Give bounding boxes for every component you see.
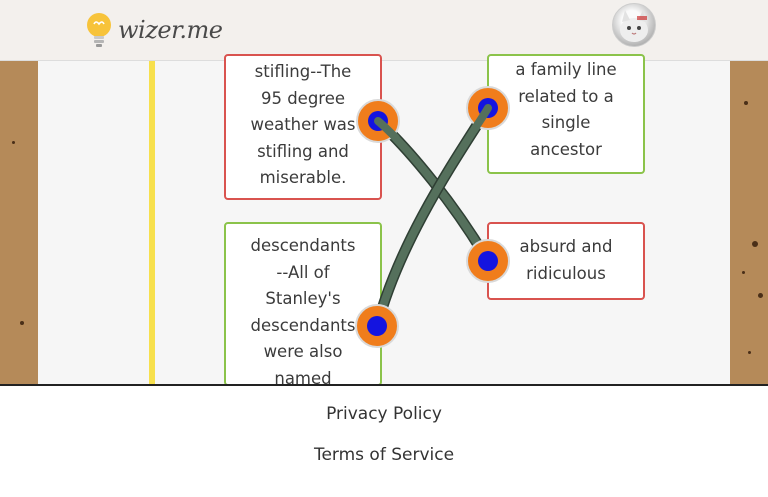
card-line: --All of (276, 262, 330, 282)
card-line: were also (263, 342, 343, 361)
privacy-policy-link[interactable]: Privacy Policy (326, 404, 442, 424)
card-line: weather was (250, 115, 356, 134)
connect-dot[interactable] (355, 304, 399, 348)
card-line: ridiculous (526, 263, 606, 283)
lightbulb-icon (86, 12, 112, 48)
card-line: related to a (518, 86, 614, 106)
card-line: descendants (250, 236, 356, 255)
card-line: descendants (250, 315, 356, 335)
wizer-logo[interactable]: wizer.me (86, 10, 223, 50)
card-line: single (541, 113, 591, 132)
cat-avatar-icon[interactable] (612, 3, 656, 47)
card-line: stifling and (257, 141, 349, 161)
card-line: absurd and (519, 237, 613, 256)
connect-dot[interactable] (466, 239, 510, 283)
margin-line (149, 61, 155, 384)
card-line: Stanley's (265, 289, 341, 308)
top-bar: wizer.me (0, 0, 768, 61)
brand-name: wizer.me (118, 16, 223, 44)
term-card-descendants[interactable]: descendants --All of Stanley's descendan… (224, 222, 382, 386)
card-line: 95 degree (260, 88, 346, 108)
card-line: a family line (515, 60, 617, 79)
card-line: stifling--The (254, 62, 352, 81)
footer: Privacy Policy Terms of Service (0, 384, 768, 497)
terms-of-service-link[interactable]: Terms of Service (313, 445, 455, 465)
definition-card-absurd[interactable]: absurd and ridiculous (487, 222, 645, 300)
card-line: ancestor (530, 139, 602, 159)
term-card-stifling[interactable]: stifling--The 95 degree weather was stif… (224, 54, 382, 200)
connector-layer (355, 86, 510, 348)
card-line: named (274, 368, 332, 386)
definition-card-family-line[interactable]: a family line related to a single ancest… (487, 54, 645, 174)
card-line: miserable. (259, 168, 347, 187)
